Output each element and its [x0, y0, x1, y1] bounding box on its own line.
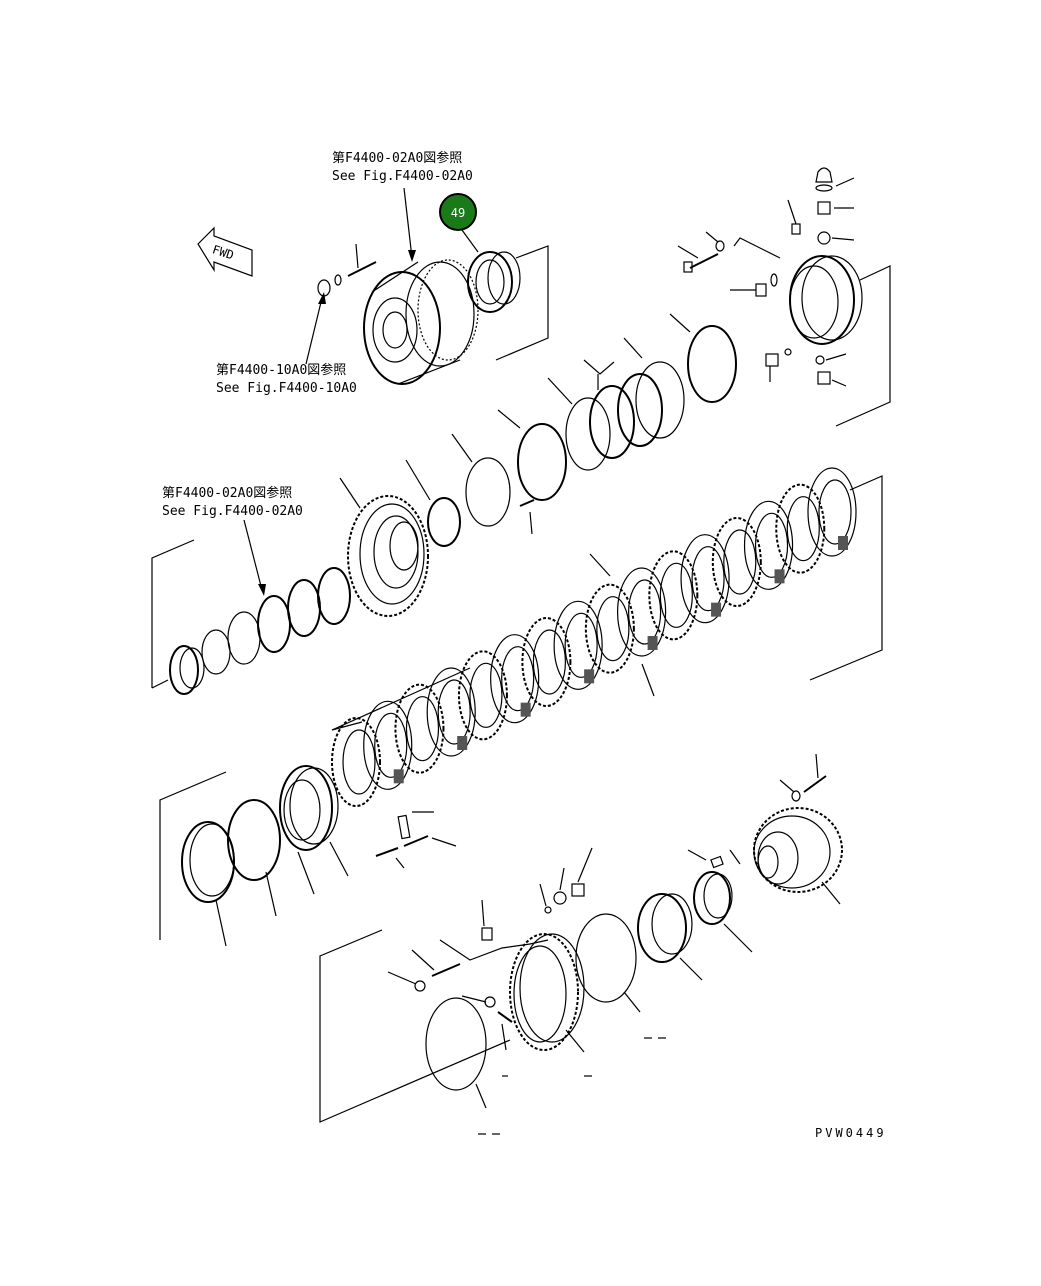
clutch-plate [743, 500, 794, 590]
clutch-plate [584, 583, 635, 674]
friction-hatch [838, 536, 848, 550]
gear-housing [363, 259, 479, 385]
piston [279, 765, 339, 851]
clutch-plate-inner [564, 612, 598, 678]
clutch-plate-inner [754, 512, 789, 578]
ref-label-left-en: See Fig.F4400-02A0 [162, 504, 303, 519]
friction-hatch [711, 602, 722, 617]
clutch-plate [457, 650, 508, 741]
clutch-plate [394, 683, 445, 774]
ref-label-left-jp: 第F4400-02A0図参照 [162, 485, 292, 501]
friction-hatch [647, 636, 658, 650]
clutch-plate-inner [405, 696, 440, 762]
clutch-plate [521, 617, 572, 707]
clutch-plate-inner [659, 562, 693, 628]
friction-hatch [393, 769, 404, 784]
friction-hatch [520, 702, 531, 717]
clutch-plate-inner [501, 646, 535, 712]
bearing-49 [467, 251, 521, 313]
clutch-plate-inner [818, 479, 852, 545]
output-hub [753, 807, 843, 893]
friction-hatch [774, 569, 785, 584]
clutch-plate [426, 667, 476, 757]
clutch-plate [680, 534, 730, 624]
end-cover [789, 255, 863, 345]
snap-rings-top [427, 325, 737, 547]
clutch-plate [490, 634, 540, 724]
ref-label-top-en: See Fig.F4400-02A0 [332, 169, 473, 184]
callout-number: 49 [451, 206, 465, 220]
clutch-plate-inner [342, 729, 376, 795]
clutch-plate-inner [596, 596, 630, 662]
fwd-arrow-icon: FWD [197, 226, 253, 277]
clutch-plate-inner [691, 546, 725, 612]
ring-gear-mid [347, 495, 429, 617]
clutch-plate [363, 700, 413, 790]
small-fittings-lower [539, 847, 593, 914]
clutch-plate-inner [374, 712, 408, 778]
ref-label-mid-jp: 第F4400-10A0図参照 [216, 362, 346, 378]
clutch-plate-inner [786, 496, 820, 562]
cover-bolts [677, 231, 792, 382]
planet-carrier [509, 933, 585, 1051]
clutch-plate [616, 567, 667, 657]
fittings [787, 167, 855, 387]
clutch-plate [775, 483, 826, 574]
springs-pins [375, 811, 457, 869]
ref-label-mid-en: See Fig.F4400-10A0 [216, 381, 357, 396]
callout-49[interactable]: 49 [439, 193, 477, 231]
friction-hatch [457, 736, 468, 750]
clutch-plate-stack [331, 467, 857, 807]
clutch-plate-inner [437, 679, 471, 745]
seal-rings-lower [181, 799, 281, 903]
friction-hatch [584, 669, 595, 684]
clutch-plate [331, 717, 381, 807]
clutch-plate-inner [627, 579, 662, 645]
clutch-plate [648, 550, 699, 641]
stud-bolt [317, 243, 377, 297]
clutch-plate-inner [469, 662, 503, 728]
clutch-plate-inner [723, 529, 757, 595]
clutch-plate [553, 600, 603, 690]
snap-rings-left [169, 567, 351, 695]
clutch-plate [807, 467, 857, 557]
fwd-label: FWD [211, 242, 236, 262]
figure-code: PVW0449 [815, 1126, 887, 1140]
clutch-plate [711, 517, 762, 607]
bearings-lower [637, 871, 733, 963]
carrier-pins [387, 899, 513, 1051]
ref-label-top-jp: 第F4400-02A0図参照 [332, 150, 462, 166]
clutch-plate-inner [532, 629, 567, 695]
